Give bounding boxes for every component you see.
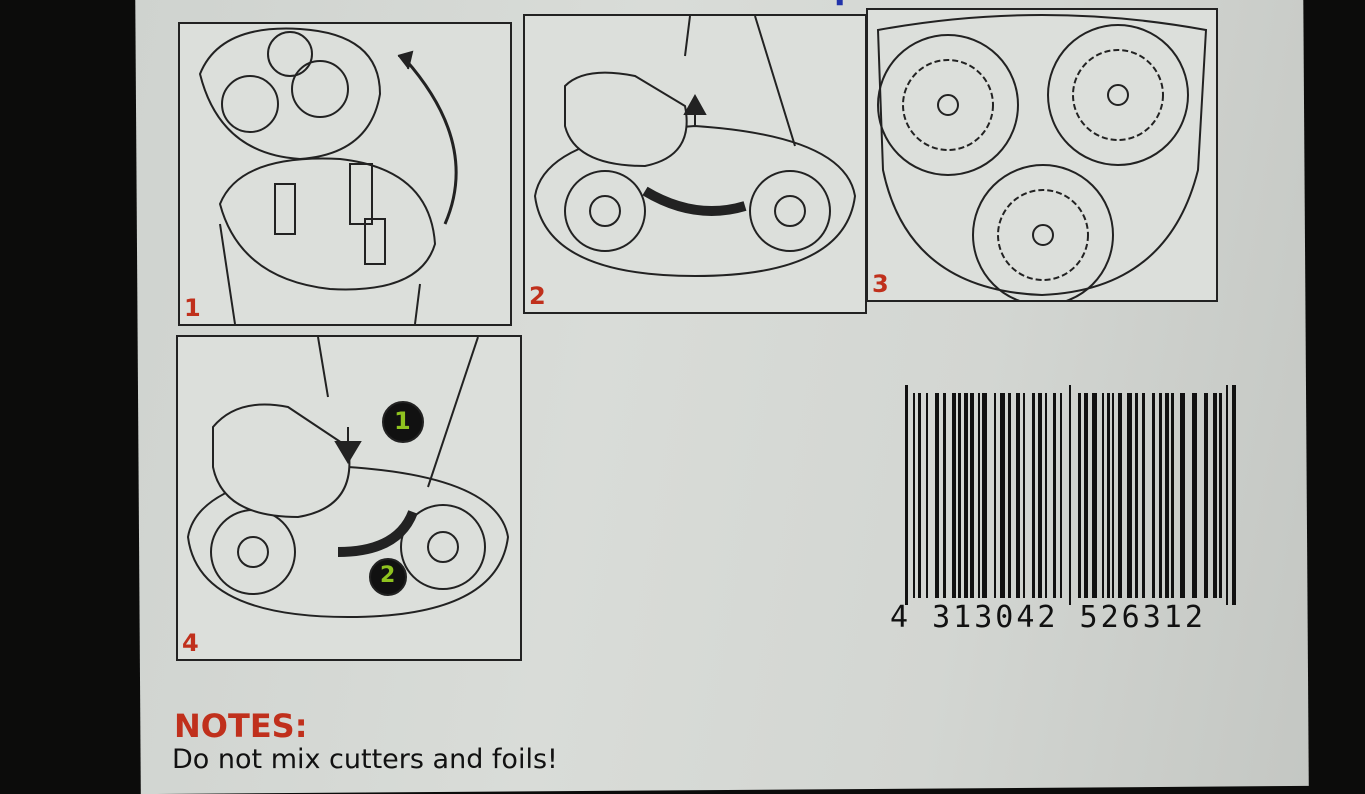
barcode-bar [1102, 393, 1104, 598]
barcode-bar [1180, 393, 1185, 598]
barcode-bar [952, 393, 956, 598]
step-badge-1-label: 1 [394, 407, 411, 435]
barcode-bar [918, 393, 921, 598]
step-number: 2 [529, 282, 546, 310]
barcode-bar [1213, 393, 1217, 598]
cutter-insertion-illustration [186, 337, 510, 619]
barcode-bar [1232, 385, 1236, 605]
shaver-open-illustration [198, 27, 458, 324]
barcode-bar [1053, 393, 1056, 598]
barcode-bar [964, 393, 968, 598]
barcode-bar [1008, 393, 1011, 598]
barcode [905, 385, 1236, 605]
instruction-panel-4: 1 2 4 [176, 335, 522, 661]
step-number: 1 [184, 294, 201, 322]
barcode-bar [1219, 393, 1222, 598]
barcode-bar [1192, 393, 1197, 598]
notes-title: NOTES: [174, 707, 308, 745]
barcode-bar [1127, 393, 1132, 598]
barcode-bar [926, 393, 928, 598]
barcode-bar [1016, 393, 1020, 598]
barcode-bar [1165, 393, 1169, 598]
barcode-number: 4 313042 526312 [890, 600, 1206, 635]
barcode-bar [970, 393, 974, 598]
barcode-bar [1107, 393, 1110, 598]
step-number: 4 [182, 629, 199, 657]
barcode-bar [1118, 393, 1122, 598]
barcode-bar [958, 393, 961, 598]
barcode-bar [1000, 393, 1005, 598]
barcode-bar [1112, 393, 1114, 598]
instruction-panel-3: 3 [866, 8, 1218, 302]
barcode-bar [913, 393, 915, 598]
headline: ...because p [625, 0, 858, 9]
barcode-bar [1142, 393, 1145, 598]
barcode-bar [935, 393, 939, 598]
instruction-panel-1: 1 [178, 22, 512, 326]
barcode-bar [994, 393, 996, 598]
barcode-bar [1045, 393, 1047, 598]
step-number: 3 [872, 270, 889, 298]
barcode-bar [1069, 385, 1071, 605]
barcode-bar [1092, 393, 1097, 598]
barcode-bar [1078, 393, 1081, 598]
note-item: Do not mix cutters and foils! [172, 744, 558, 775]
barcode-bar [1038, 393, 1042, 598]
step-badge-2 [369, 558, 407, 596]
barcode-bar [1023, 393, 1025, 598]
step-badge-2-label: 2 [380, 563, 396, 588]
barcode-bar [1159, 393, 1162, 598]
instruction-panel-2: 2 [523, 14, 867, 314]
barcode-bar [905, 385, 908, 605]
barcode-bar [1152, 393, 1155, 598]
barcode-bar [1084, 393, 1088, 598]
step-badge-1 [382, 401, 424, 443]
barcode-bar [982, 393, 987, 598]
barcode-bar [978, 393, 980, 598]
barcode-bar [1171, 393, 1174, 598]
barcode-bar [1226, 385, 1228, 605]
three-shaver-heads-illustration [876, 14, 1208, 300]
barcode-bar [943, 393, 946, 598]
cutter-removal-illustration [533, 16, 857, 278]
barcode-bar [1135, 393, 1138, 598]
barcode-bar [1060, 393, 1062, 598]
barcode-bar [1032, 393, 1035, 598]
barcode-bar [1204, 393, 1208, 598]
